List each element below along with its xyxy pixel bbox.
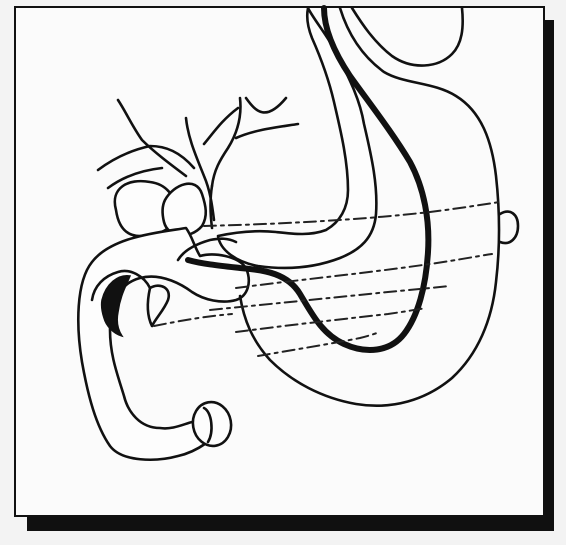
- biliary-branch-right-mid: [236, 124, 298, 138]
- stomach: [218, 8, 376, 268]
- ampulla-opening: [148, 286, 169, 326]
- stomach-antrum-edge: [500, 212, 518, 243]
- dashed-line-4: [236, 308, 426, 332]
- pancreatic-duct-line: [154, 314, 232, 326]
- common-bile-duct: [211, 186, 213, 228]
- biliary-branch-right-top: [246, 98, 286, 112]
- biliary-branch-left-upper: [118, 100, 186, 176]
- biliary-branch-right-upper: [212, 98, 241, 186]
- biliary-branch-left-mid: [98, 146, 194, 170]
